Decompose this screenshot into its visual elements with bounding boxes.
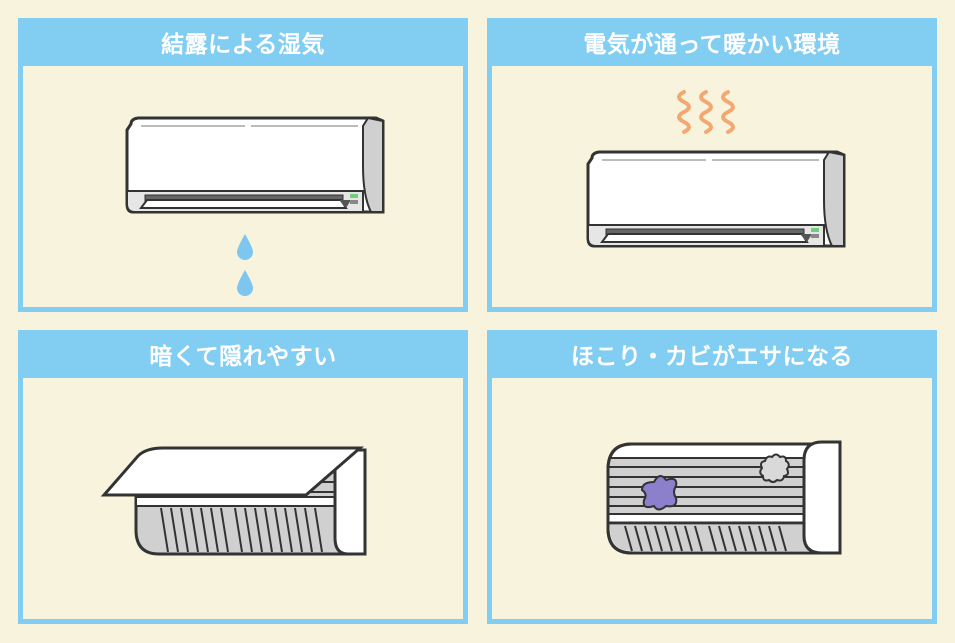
air-conditioner-icon <box>586 150 846 248</box>
panel-dark-hiding-place: 暗くて隠れやすい <box>18 330 468 624</box>
air-conditioner-open-icon <box>100 446 367 556</box>
air-conditioner-illustration <box>586 90 846 248</box>
air-conditioner-illustration <box>100 446 367 556</box>
panel-condensation-humidity: 結露による湿気 <box>18 18 468 312</box>
panel-body <box>492 66 932 307</box>
panel-title: 暗くて隠れやすい <box>149 344 337 370</box>
air-conditioner-filter-icon <box>606 440 842 555</box>
indicator-light-icon <box>350 194 358 198</box>
mold-icon <box>640 475 678 511</box>
dust-icon <box>759 453 790 483</box>
panel-title: 電気が通って暖かい環境 <box>583 32 841 58</box>
heat-wave-icon <box>677 90 735 134</box>
panel-warm-electric-environment: 電気が通って暖かい環境 <box>487 18 937 312</box>
water-drop-icon <box>237 270 253 296</box>
open-front-panel <box>100 446 365 497</box>
indicator-light-icon <box>811 228 819 232</box>
water-drop-icon <box>237 234 253 260</box>
air-conditioner-illustration <box>125 116 385 296</box>
panel-body <box>492 378 932 619</box>
panel-title: 結露による湿気 <box>161 32 325 58</box>
air-conditioner-illustration <box>606 440 842 555</box>
panel-body <box>23 66 463 307</box>
panel-dust-mold-food: ほこり・カビがエサになる <box>487 330 937 624</box>
panel-title: ほこり・カビがエサになる <box>571 344 853 370</box>
air-conditioner-icon <box>125 116 385 214</box>
panel-body <box>23 378 463 619</box>
